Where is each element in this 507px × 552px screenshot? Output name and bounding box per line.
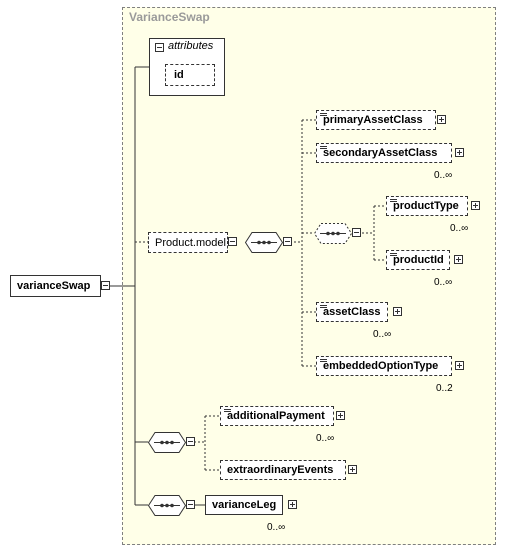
sequence-variance-leg[interactable] [148,495,186,516]
cardinality-secondaryAssetClass: 0..∞ [434,170,453,181]
element-productId[interactable]: productId [386,250,453,273]
element-assetClass[interactable]: assetClass [316,302,391,325]
element-extraordinaryEvents[interactable]: extraordinaryEvents [220,460,346,480]
group-product-model-label: Product.model [155,236,226,249]
cardinality-additionalPayment: 0..∞ [316,433,335,444]
collapse-inner-sequence-icon[interactable] [352,228,361,237]
attributes-title: attributes [168,40,214,52]
root-element-varianceSwap[interactable]: varianceSwap [10,275,101,297]
cardinality-productId: 0..∞ [434,277,453,288]
collapse-root-icon[interactable] [101,281,110,290]
element-additionalPayment-label: additionalPayment [227,410,325,422]
element-extraordinaryEvents-label: extraordinaryEvents [227,464,334,476]
element-productType-label: productType [393,200,459,212]
element-primaryAssetClass-label: primaryAssetClass [323,114,423,126]
collapse-attributes-icon[interactable] [155,43,164,52]
element-varianceLeg-label: varianceLeg [212,499,277,511]
collapse-varianceLeg-sequence-icon[interactable] [186,500,195,509]
expand-secondaryAssetClass-icon[interactable] [455,148,464,157]
expand-productType-icon[interactable] [471,201,480,210]
expand-extraordinaryEvents-icon[interactable] [348,465,357,474]
element-additionalPayment[interactable]: additionalPayment [220,406,337,429]
expand-assetClass-icon[interactable] [393,307,402,316]
collapse-group-icon[interactable] [228,237,237,246]
type-container [122,7,496,545]
element-primaryAssetClass[interactable]: primaryAssetClass [316,110,436,130]
expand-embeddedOptionType-icon[interactable] [455,361,464,370]
sequence-product-model[interactable] [245,232,283,253]
element-secondaryAssetClass[interactable]: secondaryAssetClass [316,143,455,166]
collapse-additional-sequence-icon[interactable] [186,437,195,446]
cardinality-productType: 0..∞ [450,223,469,234]
expand-additionalPayment-icon[interactable] [336,411,345,420]
sequence-additional-terms[interactable] [148,432,186,453]
element-embeddedOptionType[interactable]: embeddedOptionType [316,356,455,379]
element-secondaryAssetClass-label: secondaryAssetClass [323,147,438,159]
cardinality-embeddedOptionType: 0..2 [436,383,453,394]
element-productType[interactable]: productType [386,196,471,219]
expand-productId-icon[interactable] [454,255,463,264]
expand-primaryAssetClass-icon[interactable] [437,115,446,124]
type-title: VarianceSwap [129,10,210,24]
cardinality-varianceLeg: 0..∞ [267,522,286,533]
expand-varianceLeg-icon[interactable] [288,500,297,509]
cardinality-assetClass: 0..∞ [373,329,392,340]
element-productId-label: productId [393,254,444,266]
collapse-sequence-icon[interactable] [283,237,292,246]
sequence-product-identifiers[interactable] [314,223,352,244]
element-assetClass-label: assetClass [323,306,381,318]
attribute-id[interactable]: id [165,64,215,86]
group-product-model[interactable]: Product.model [148,232,228,253]
root-element-label: varianceSwap [17,280,91,292]
element-embeddedOptionType-label: embeddedOptionType [323,360,439,372]
element-varianceLeg[interactable]: varianceLeg [205,495,286,518]
